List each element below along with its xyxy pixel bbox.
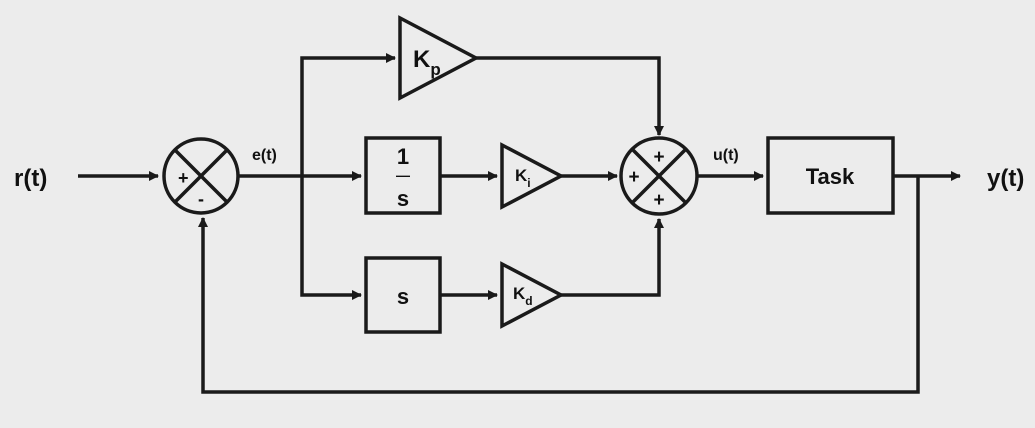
kd-subscript: d bbox=[525, 294, 532, 308]
feedback-arrow bbox=[198, 176, 920, 394]
summing-junction-1: + - bbox=[162, 137, 240, 215]
summing-junction-2: + + + bbox=[619, 136, 699, 216]
ki-gain-block: Ki bbox=[500, 142, 565, 210]
control-label: u(t) bbox=[713, 147, 739, 164]
svg-text:Ki: Ki bbox=[515, 166, 531, 190]
error-to-kp-arrow bbox=[300, 53, 396, 176]
integrator-bar: — bbox=[396, 167, 410, 183]
kd-base: K bbox=[513, 284, 526, 303]
sum1-top-sign: + bbox=[178, 168, 189, 188]
sum1-bottom-sign: - bbox=[198, 189, 204, 209]
sum2-top-sign: + bbox=[653, 147, 664, 168]
kd-to-sum2-arrow bbox=[561, 218, 664, 297]
plant-label: Task bbox=[806, 164, 855, 189]
integrator-numerator: 1 bbox=[397, 144, 409, 169]
sum2-left-sign: + bbox=[628, 167, 639, 188]
svg-text:Kd: Kd bbox=[513, 284, 533, 308]
kp-gain-block: Kp bbox=[398, 15, 480, 101]
svg-text:Kp: Kp bbox=[413, 46, 441, 79]
input-label: r(t) bbox=[14, 165, 47, 192]
ki-base: K bbox=[515, 166, 528, 185]
kp-base: K bbox=[413, 46, 431, 73]
derivative-block: s bbox=[364, 256, 442, 334]
integrator-denominator: s bbox=[397, 186, 409, 211]
kd-gain-block: Kd bbox=[500, 261, 565, 329]
kp-subscript: p bbox=[430, 60, 440, 79]
ki-subscript: i bbox=[527, 176, 530, 190]
sum2-bottom-sign: + bbox=[653, 190, 664, 211]
error-to-derivative-arrow bbox=[300, 176, 362, 300]
error-label: e(t) bbox=[252, 147, 277, 164]
output-label: y(t) bbox=[987, 165, 1024, 192]
derivative-label: s bbox=[397, 284, 409, 309]
kp-to-sum2-arrow bbox=[476, 56, 664, 136]
plant-block: Task bbox=[766, 136, 895, 215]
integrator-block: 1 — s bbox=[364, 136, 442, 215]
